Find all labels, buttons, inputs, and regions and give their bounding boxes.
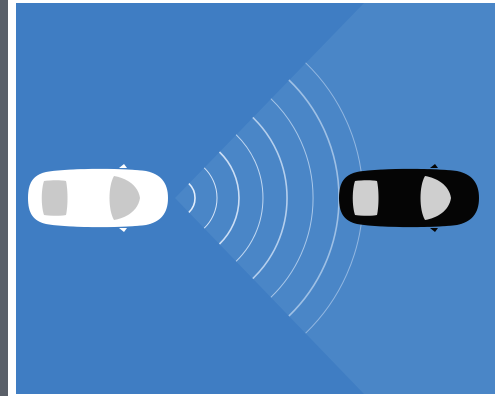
- black-car-rear-window: [353, 180, 379, 216]
- white-car-rear-window: [42, 180, 68, 216]
- edge-divider: [8, 0, 16, 396]
- left-edge-strip: [0, 0, 8, 396]
- white-car: [28, 164, 168, 232]
- black-car: [339, 164, 479, 232]
